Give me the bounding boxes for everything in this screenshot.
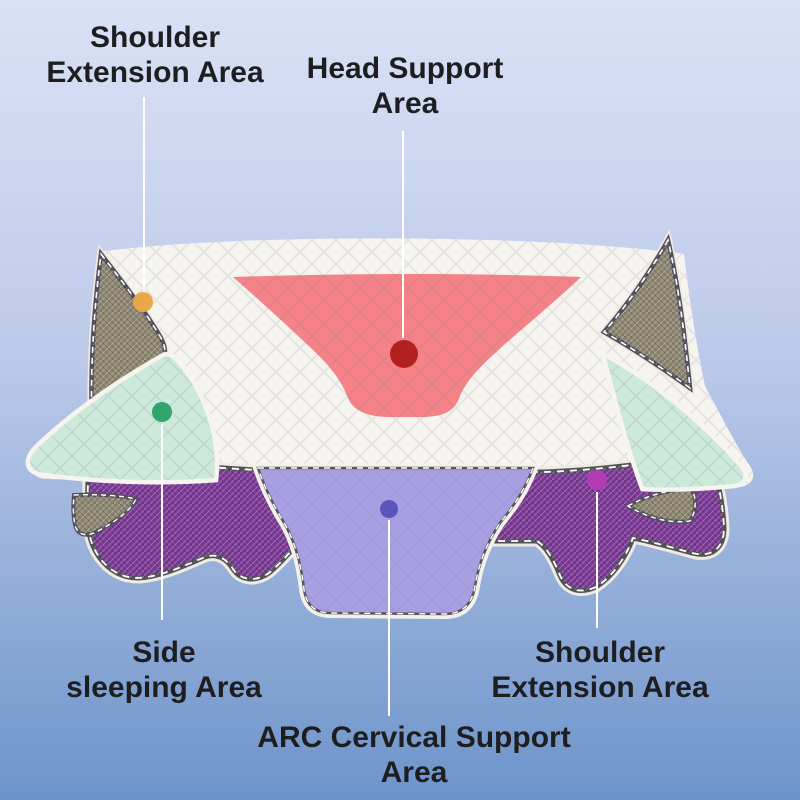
label-line: Area — [380, 756, 448, 789]
cervical-support-zone — [258, 468, 533, 614]
label-shoulder-extension-top-left: Shoulder Extension Area — [46, 20, 263, 90]
leader-line-head-support — [402, 131, 404, 338]
label-line: Extension Area — [46, 56, 264, 89]
dot-head-support — [390, 340, 418, 368]
dot-side-sleeping — [152, 402, 172, 422]
label-line: Shoulder — [534, 636, 666, 669]
dot-arc-cervical — [380, 500, 398, 518]
label-line: Head Support — [306, 52, 504, 85]
leader-line-arc-cervical — [388, 520, 390, 716]
dot-shoulder-bottom-right — [587, 470, 607, 490]
label-line: Side — [132, 636, 196, 669]
label-line: ARC Cervical Support — [257, 721, 571, 754]
label-line: sleeping Area — [66, 671, 262, 704]
label-arc-cervical-support: ARC Cervical Support Area — [257, 720, 570, 790]
leader-line-shoulder-bottom-right — [596, 492, 598, 628]
leader-line-side-sleeping — [161, 424, 163, 620]
label-side-sleeping: Side sleeping Area — [66, 635, 262, 705]
label-head-support: Head Support Area — [307, 51, 504, 121]
label-line: Shoulder — [89, 21, 221, 54]
label-line: Area — [371, 87, 439, 120]
label-line: Extension Area — [491, 671, 709, 704]
label-shoulder-extension-bottom-right: Shoulder Extension Area — [491, 635, 708, 705]
leader-line-shoulder-top-left — [143, 97, 145, 290]
dot-shoulder-top-left — [133, 292, 153, 312]
